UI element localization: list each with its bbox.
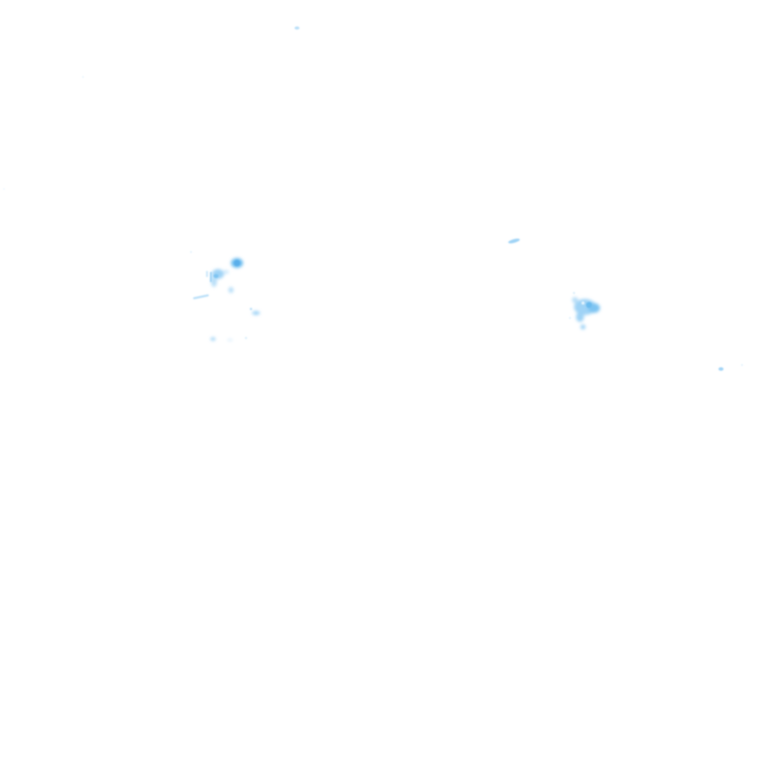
scattered-echo-specks [3,26,743,371]
precipitation-streak-center [508,238,520,244]
precipitation-cell-east [569,292,600,330]
precipitation-cell-west [193,258,260,341]
